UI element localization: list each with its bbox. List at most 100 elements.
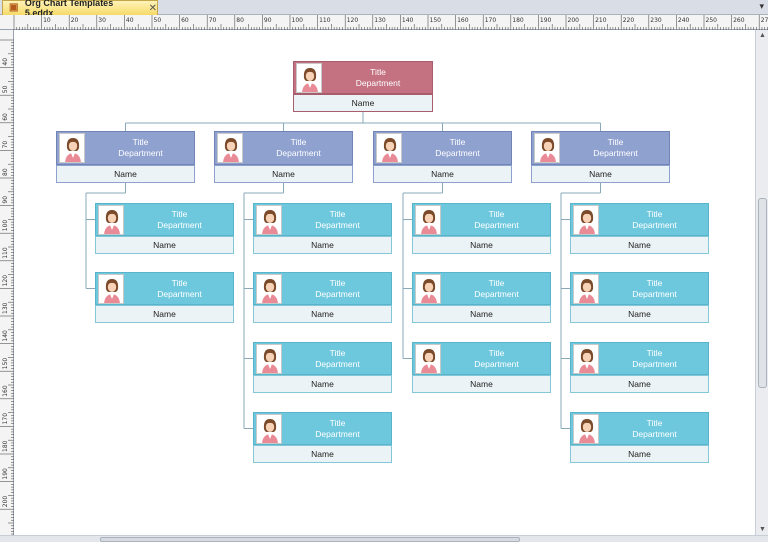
node-title: Title xyxy=(370,66,386,77)
avatar xyxy=(573,205,599,235)
node-title: Title xyxy=(646,208,663,219)
person-avatar-icon xyxy=(104,279,120,303)
ruler-tick-label: 250 xyxy=(706,17,718,24)
node-department: Department xyxy=(632,358,677,369)
ruler-tick-label: 210 xyxy=(595,17,607,24)
avatar xyxy=(376,133,402,163)
person-avatar-icon xyxy=(262,279,278,303)
ruler-tick-label: 110 xyxy=(2,247,9,259)
node-name: Name xyxy=(373,165,512,183)
node-name: Name xyxy=(531,165,670,183)
ruler-tick-label: 80 xyxy=(2,168,9,176)
horizontal-scrollbar[interactable] xyxy=(0,535,768,542)
close-icon[interactable]: ✕ xyxy=(148,2,157,14)
node-name: Name xyxy=(412,375,551,393)
vertical-scrollbar[interactable]: ▲ ▼ xyxy=(755,30,768,535)
ruler-tick-label: 90 xyxy=(264,17,272,24)
node-department: Department xyxy=(474,358,519,369)
node-title: Title xyxy=(132,137,149,147)
document-tab[interactable]: ▣ Org Chart Templates 5.eddx ✕ xyxy=(2,0,158,18)
node-title: Title xyxy=(449,137,466,147)
node-title: Title xyxy=(171,277,188,288)
node-title: Title xyxy=(646,277,663,288)
node-title: Title xyxy=(329,277,346,288)
chevron-down-icon[interactable]: ▾ xyxy=(759,1,764,11)
document-tab-title: Org Chart Templates 5.eddx xyxy=(24,0,114,18)
node-department: Department xyxy=(118,148,163,158)
ruler-tick-label: 170 xyxy=(485,17,497,24)
scroll-down-icon[interactable]: ▼ xyxy=(759,526,766,533)
person-avatar-icon xyxy=(579,349,595,373)
node-name: Name xyxy=(95,305,234,323)
ruler-tick-label: 220 xyxy=(623,17,635,24)
vertical-scroll-thumb[interactable] xyxy=(758,198,767,388)
node-name: Name xyxy=(570,236,709,254)
node-department: Department xyxy=(315,428,360,439)
document-tab-bar: ▣ Org Chart Templates 5.eddx ✕ ▾ xyxy=(0,0,768,18)
avatar xyxy=(98,205,124,235)
ruler-tick-label: 10 xyxy=(43,17,51,24)
ruler-tick-label: 50 xyxy=(2,85,9,93)
node-department: Department xyxy=(157,288,202,299)
scroll-up-icon[interactable]: ▲ xyxy=(759,32,766,39)
node-department: Department xyxy=(435,148,480,158)
person-avatar-icon xyxy=(421,349,437,373)
ruler-tick-label: 60 xyxy=(2,113,9,121)
ruler-tick-label: 240 xyxy=(678,17,690,24)
avatar xyxy=(256,274,282,304)
node-title: Title xyxy=(329,417,346,428)
node-name: Name xyxy=(95,236,234,254)
person-avatar-icon xyxy=(421,210,437,234)
horizontal-scroll-thumb[interactable] xyxy=(100,537,520,542)
ruler-tick-label: 200 xyxy=(568,17,580,24)
node-title: Title xyxy=(171,208,188,219)
node-name: Name xyxy=(570,375,709,393)
node-name: Name xyxy=(412,305,551,323)
node-department: Department xyxy=(315,288,360,299)
person-avatar-icon xyxy=(579,210,595,234)
person-avatar-icon xyxy=(579,419,595,443)
ruler-tick-label: 40 xyxy=(2,58,9,66)
node-name: Name xyxy=(570,445,709,463)
ruler-tick-label: 30 xyxy=(98,17,106,24)
node-department: Department xyxy=(474,288,519,299)
